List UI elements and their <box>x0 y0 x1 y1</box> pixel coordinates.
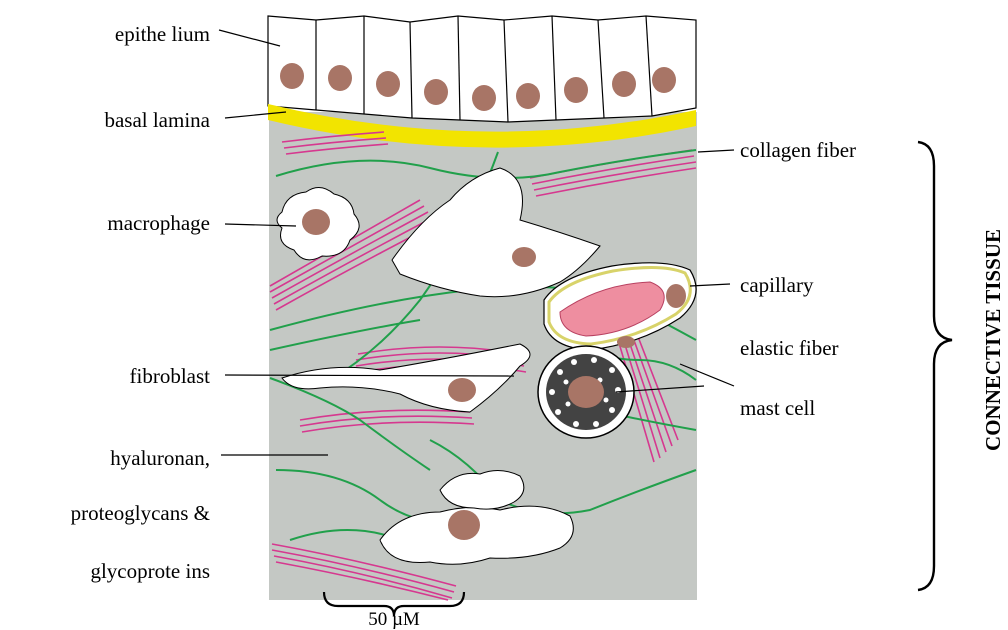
label-epithelium: epithe lium <box>115 22 210 46</box>
label-elastic-fiber: elastic fiber <box>740 336 839 360</box>
label-scale: 50 µM <box>368 609 420 630</box>
label-macrophage: macrophage <box>107 211 210 235</box>
label-proteoglycans: proteoglycans & <box>71 501 210 525</box>
label-hyaluronan: hyaluronan, <box>110 446 210 470</box>
label-glycoproteins: glycoprote ins <box>90 559 210 583</box>
label-fibroblast: fibroblast <box>130 364 211 388</box>
label-connective-tissue: CONNECTIVE TISSUE <box>981 229 1005 451</box>
epithelium-layer <box>268 16 696 122</box>
label-capillary: capillary <box>740 273 814 297</box>
label-collagen-fiber: collagen fiber <box>740 138 856 162</box>
connective-tissue-brace <box>918 142 952 590</box>
label-mast-cell: mast cell <box>740 396 815 420</box>
label-basal-lamina: basal lamina <box>104 108 210 132</box>
